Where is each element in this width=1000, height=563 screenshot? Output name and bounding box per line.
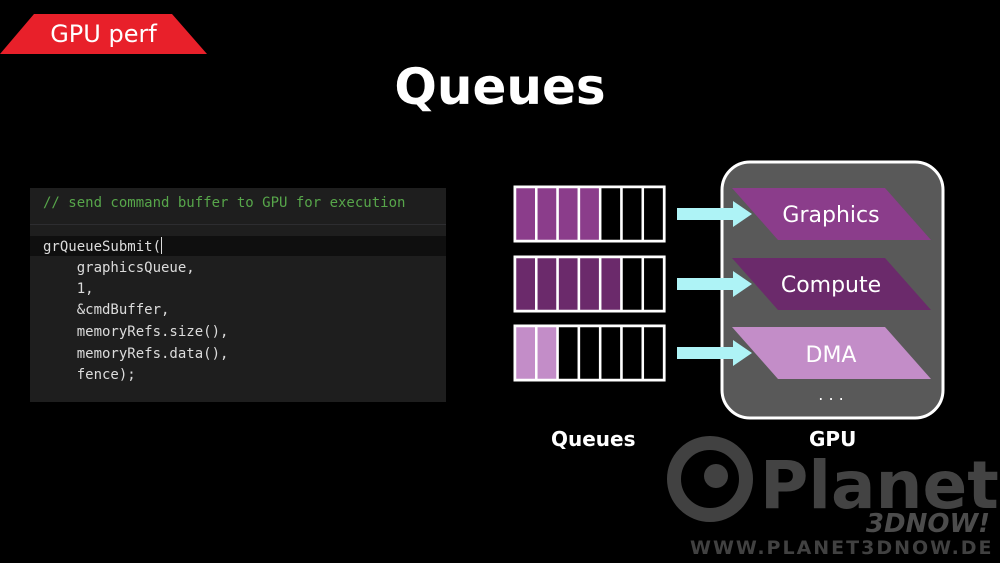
queue-slot-filled [513,324,538,382]
submit-arrow [677,201,752,227]
code-line: memoryRefs.data(), [43,346,229,362]
queue-slot-empty [620,185,645,243]
watermark-logo-dot [704,464,728,488]
slide-title: Queues [394,58,606,116]
queue-slot-empty [620,324,645,382]
queue-slot-filled [556,185,581,243]
queue-slot-filled [577,185,602,243]
queue-slot-empty [556,324,581,382]
gpu-label: GPU [809,427,857,451]
queue-slot-empty [620,255,645,313]
engine-graphics-shape [732,188,931,240]
engine-dma-shape [732,327,931,379]
submit-arrow [677,340,752,366]
queue-slot-empty [577,324,602,382]
code-line: grQueueSubmit( [43,237,163,255]
engine-ellipsis: . . . [818,385,843,404]
watermark-sub: 3DNOW! [866,509,990,539]
queue-slot-filled [535,255,559,313]
queue-slot-empty [641,185,666,243]
watermark-brand: Planet [760,447,999,524]
watermark-logo-ring [667,436,753,522]
queue-slot-filled [577,255,602,313]
queues-label: Queues [551,427,636,451]
code-line: &cmdBuffer, [43,302,170,318]
code-line: memoryRefs.size(), [43,324,229,340]
queue-slot-filled [535,185,559,243]
section-tag-background [0,14,207,54]
engine-compute-shape [732,258,931,310]
section-tag: GPU perf [50,20,157,48]
queue-slot-filled [513,255,538,313]
engine-compute-label: Compute [781,273,881,298]
queue-slot-filled [513,185,538,243]
queue-slot-empty [641,255,666,313]
code-comment: // send command buffer to GPU for execut… [43,195,406,211]
queue-slot-empty [641,324,666,382]
queue-slot-empty [598,324,623,382]
queue-slot-filled [556,255,581,313]
code-line: 1, [43,281,94,297]
queue-slot-filled [598,255,623,313]
text-cursor [161,237,163,254]
code-highlight-line [30,236,446,256]
queue-slot-filled [535,324,559,382]
code-line: fence); [43,367,136,383]
engine-graphics-label: Graphics [782,203,879,228]
code-block: // send command buffer to GPU for execut… [30,188,446,402]
engine-dma-label: DMA [806,343,857,368]
queue-slot-empty [598,185,623,243]
submit-arrow [677,271,752,297]
watermark-url: WWW.PLANET3DNOW.DE [690,537,994,559]
code-separator [30,224,446,225]
watermark: Planet 3DNOW! WWW.PLANET3DNOW.DE [667,436,999,559]
code-line: graphicsQueue, [43,260,195,276]
